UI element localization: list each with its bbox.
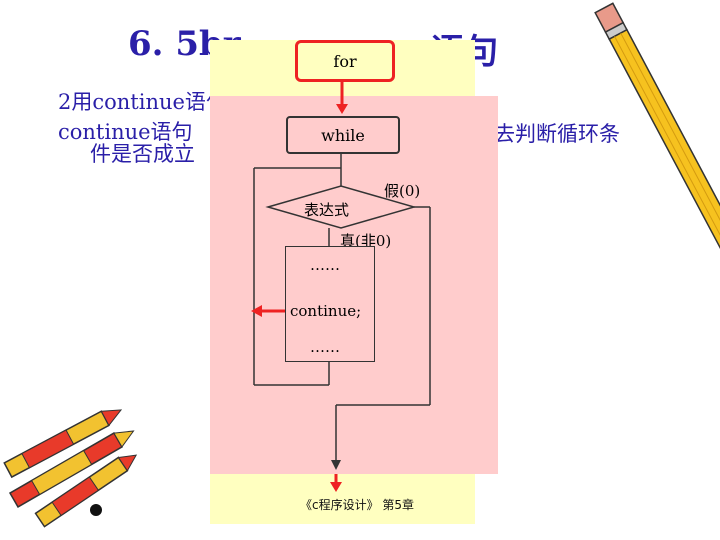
stmt-top: …… [310,256,340,274]
body-line-3: 件是否成立 [90,142,195,166]
condition-label: 表达式 [304,201,350,219]
for-box: for [295,40,395,82]
stmt-continue: continue; [290,302,362,320]
body-line-2-right: 去判断循环条 [494,122,620,146]
true-label: 真(非0) [340,232,392,250]
false-label: 假(0) [384,182,421,200]
body-line-2-left: continue语句 [58,120,193,144]
statement-box [285,246,375,362]
footer-caption: 《c程序设计》 第5章 [300,498,415,512]
while-box: while [286,116,400,154]
stmt-bottom: …… [310,338,340,356]
body-line-1: 2用continue语句 [58,90,227,114]
